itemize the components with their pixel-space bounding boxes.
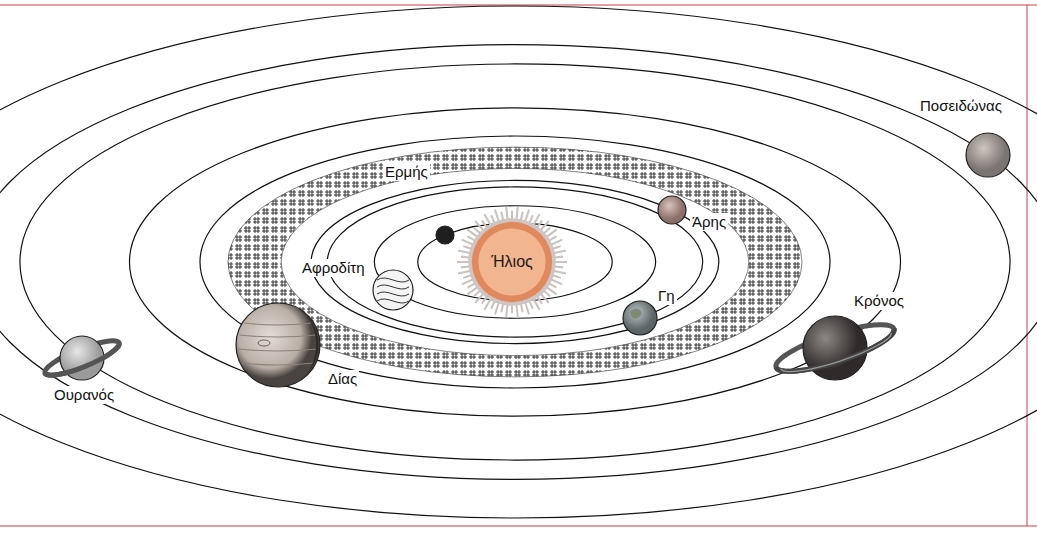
planet-figure: [373, 270, 413, 310]
orbit-line: [0, 45, 1037, 480]
sun-label: Ήλιος: [491, 253, 533, 271]
orbit-line: [129, 108, 900, 416]
orbit-line: [200, 136, 830, 388]
orbit-line: [418, 223, 612, 301]
orbit-line: [374, 206, 655, 319]
planet-label: Ποσειδώνας: [918, 97, 1004, 115]
planet-figure: [772, 316, 899, 381]
planet-figure: [658, 196, 686, 224]
planet-label: Αφροδίτη: [300, 259, 367, 277]
planet-label: Δίας: [326, 370, 359, 388]
planet-figure: [42, 335, 123, 382]
planet-label: Ουρανός: [52, 386, 116, 404]
orbit-line: [311, 180, 719, 343]
planet-figure: [966, 133, 1010, 177]
planet-figure: [623, 301, 657, 335]
planet-figure: [236, 303, 320, 387]
sun-circle: Ήλιος: [456, 206, 568, 318]
planet-label: Ερμής: [383, 163, 430, 181]
planet-figure: [436, 226, 454, 244]
orbit-line: [327, 187, 702, 337]
planet-label: Κρόνος: [852, 292, 906, 310]
planet-label: Γη: [656, 287, 677, 305]
planet-label: Άρης: [690, 213, 728, 231]
orbit-line: [20, 64, 1010, 460]
orbit-line: [0, 6, 1037, 518]
